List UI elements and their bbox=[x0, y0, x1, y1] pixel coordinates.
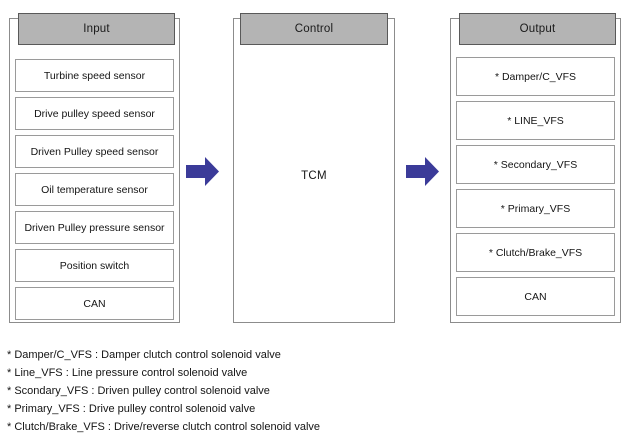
output-column-header: Output bbox=[459, 13, 616, 45]
output-item-secondary-vfs: * Secondary_VFS bbox=[456, 145, 615, 184]
control-column-header: Control bbox=[240, 13, 388, 45]
legend-line-primary-vfs: * Primary_VFS : Drive pulley control sol… bbox=[7, 403, 256, 415]
input-item-position-switch: Position switch bbox=[15, 249, 174, 282]
legend-line-line-vfs: * Line_VFS : Line pressure control solen… bbox=[7, 367, 248, 379]
input-item-oil-temperature-sensor: Oil temperature sensor bbox=[15, 173, 174, 206]
input-column-header: Input bbox=[18, 13, 175, 45]
arrow-input-to-control-icon bbox=[186, 157, 219, 186]
output-item-line-vfs: * LINE_VFS bbox=[456, 101, 615, 140]
control-column-container bbox=[233, 18, 395, 323]
input-item-driven-pulley-pressure-sensor: Driven Pulley pressure sensor bbox=[15, 211, 174, 244]
control-tcm-label: TCM bbox=[301, 170, 327, 182]
output-item-damper-c-vfs: * Damper/C_VFS bbox=[456, 57, 615, 96]
legend-line-damper-c-vfs: * Damper/C_VFS : Damper clutch control s… bbox=[7, 349, 281, 361]
legend-line-clutch-brake-vfs: * Clutch/Brake_VFS : Drive/reverse clutc… bbox=[7, 421, 321, 433]
output-item-primary-vfs: * Primary_VFS bbox=[456, 189, 615, 228]
input-item-driven-pulley-speed-sensor: Driven Pulley speed sensor bbox=[15, 135, 174, 168]
legend-block: * Damper/C_VFS : Damper clutch control s… bbox=[7, 346, 607, 436]
input-item-drive-pulley-speed-sensor: Drive pulley speed sensor bbox=[15, 97, 174, 130]
output-item-can: CAN bbox=[456, 277, 615, 316]
arrow-control-to-output-icon bbox=[406, 157, 439, 186]
output-item-clutch-brake-vfs: * Clutch/Brake_VFS bbox=[456, 233, 615, 272]
legend-line-scondary-vfs: * Scondary_VFS : Driven pulley control s… bbox=[7, 385, 270, 397]
input-item-can: CAN bbox=[15, 287, 174, 320]
input-item-turbine-speed-sensor: Turbine speed sensor bbox=[15, 59, 174, 92]
